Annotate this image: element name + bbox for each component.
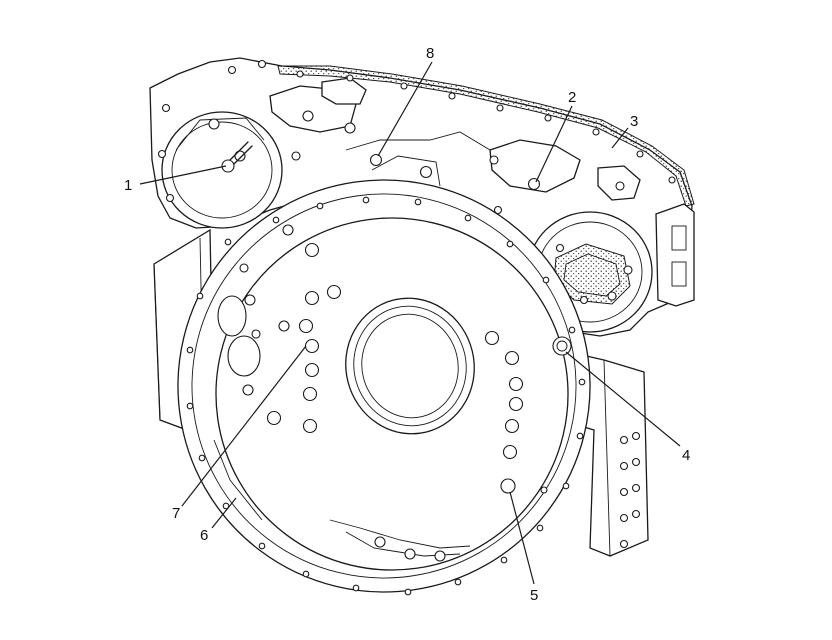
housing-bolts-right [484, 330, 548, 494]
callout-leaders [139, 61, 681, 585]
housing-bolts-left [266, 224, 342, 434]
flywheel-housing [177, 179, 591, 596]
center-bore [345, 297, 475, 435]
callout-1: 1 [124, 177, 132, 194]
callout-7: 7 [172, 505, 180, 522]
leader-1 [139, 165, 227, 185]
callout-labels: 1 2 3 4 5 6 7 8 [124, 45, 690, 604]
block-side-holes [619, 431, 641, 549]
leader-6 [211, 497, 237, 529]
leader-5 [509, 491, 535, 585]
callout-4: 4 [682, 447, 690, 464]
callout-5: 5 [530, 587, 538, 604]
callout-8: 8 [426, 45, 434, 62]
callout-6: 6 [200, 527, 208, 544]
top-boss-right [489, 139, 581, 193]
flange-bolt-holes [186, 196, 586, 596]
leader-8 [377, 61, 433, 157]
housing-bolt-4 [552, 336, 572, 356]
left-gear-opening [161, 111, 283, 229]
leader-2 [535, 105, 573, 183]
callout-2: 2 [568, 89, 576, 106]
leader-3 [611, 127, 629, 149]
leader-4 [565, 351, 681, 447]
callout-3: 3 [630, 113, 638, 130]
leader-7 [181, 345, 307, 507]
access-opening [217, 295, 247, 337]
side-block [655, 203, 695, 307]
